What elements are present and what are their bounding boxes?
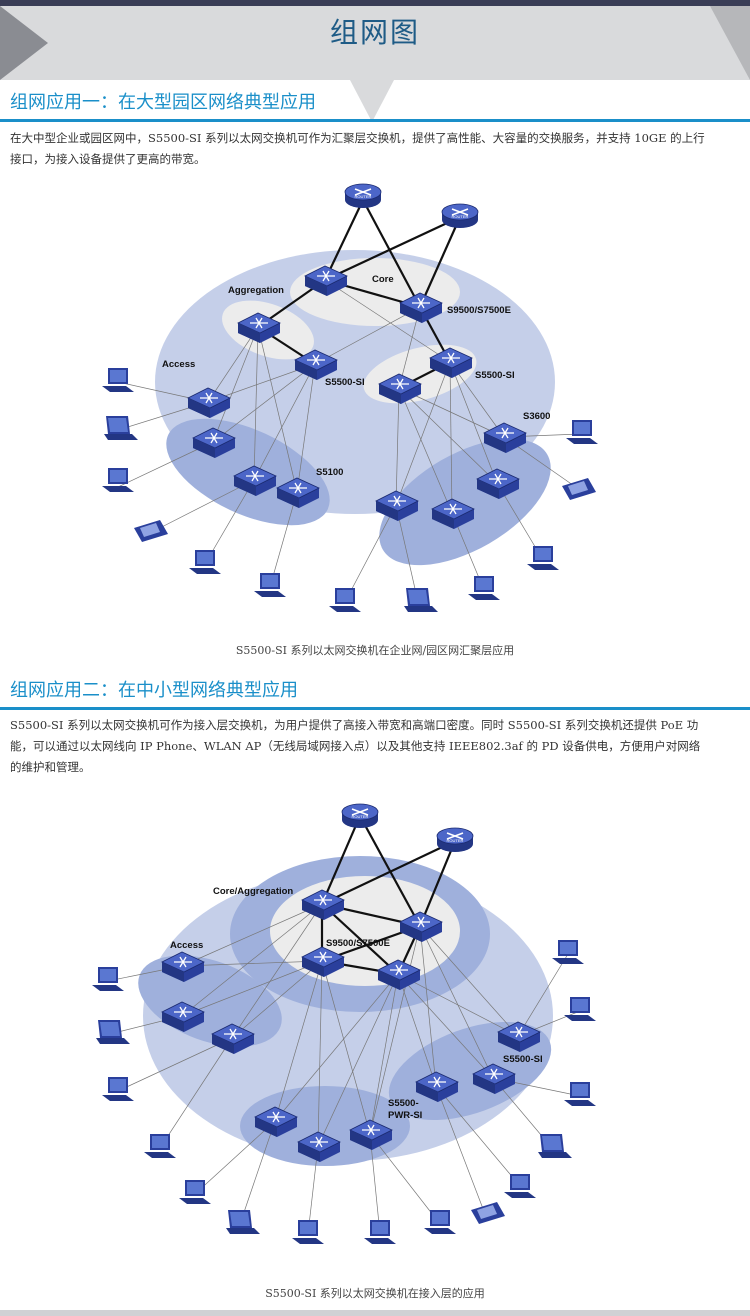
router-label: ROUTER — [355, 194, 372, 199]
label-s5500-pwr-line2: PWR-SI — [388, 1110, 422, 1121]
smb-access-links — [107, 903, 581, 1235]
pc-icon — [102, 468, 134, 492]
section2-description: S5500-SI 系列以太网交换机可作为接入层交换机，为用户提供了高接入带宽和高… — [10, 718, 701, 774]
section1-title: 组网应用一：在大型园区网络典型应用 — [10, 92, 316, 113]
label-s5500-right: S5500-SI — [475, 370, 515, 381]
label-s5100: S5100 — [316, 467, 343, 478]
page-title: 组网图 — [329, 16, 420, 49]
pc-icon — [504, 1174, 536, 1198]
pc-icon — [364, 1220, 396, 1244]
diagram-campus: ROUTER ROUTER Core Aggregation Access S9… — [102, 183, 598, 612]
banner-left-triangle — [0, 6, 48, 80]
pc-icon — [552, 940, 584, 964]
diagram-smb: ROUTER ROUTER Core/Aggregation Access S9… — [92, 803, 596, 1244]
label-s5500-pwr-line1: S5500- — [388, 1098, 419, 1109]
pc-icon — [424, 1210, 456, 1234]
laptop-icon — [96, 1020, 130, 1044]
access-right-zone — [379, 438, 551, 566]
banner-notch — [350, 80, 394, 122]
laptop-icon — [226, 1210, 260, 1234]
label-core-aggregation: Core/Aggregation — [213, 886, 293, 897]
pc-icon — [566, 420, 598, 444]
pc-icon — [102, 1077, 134, 1101]
router-label: ROUTER — [352, 814, 369, 819]
top-bar — [0, 0, 750, 6]
pc-icon — [102, 368, 134, 392]
section2-header: 组网应用二：在中小型网络典型应用 — [0, 670, 750, 710]
pc-icon — [292, 1220, 324, 1244]
laptop-icon — [104, 416, 138, 440]
banner-right-triangle — [710, 6, 750, 80]
label-aggregation: Aggregation — [228, 285, 284, 296]
ip-phone-icon — [471, 1202, 505, 1224]
label-s5500-left: S5500-SI — [325, 377, 365, 388]
section2-title: 组网应用二：在中小型网络典型应用 — [10, 680, 298, 701]
laptop-icon — [404, 588, 438, 612]
label-s9500: S9500/S7500E — [447, 305, 511, 316]
pc-icon — [329, 588, 361, 612]
bottom-bar — [0, 1310, 750, 1316]
pc-icon — [468, 576, 500, 600]
banner: 组网图 — [0, 6, 750, 80]
label-s3600: S3600 — [523, 411, 550, 422]
label-access: Access — [162, 359, 195, 370]
ip-phone-icon — [134, 520, 168, 542]
router-label: ROUTER — [452, 214, 469, 219]
section1-underline — [0, 119, 750, 122]
laptop-icon — [538, 1134, 572, 1158]
pc-icon — [564, 997, 596, 1021]
label-core: Core — [372, 274, 394, 285]
pc-icon — [254, 573, 286, 597]
label-s9500: S9500/S7500E — [326, 938, 390, 949]
section2-underline — [0, 707, 750, 710]
section1-caption: S5500-SI 系列以太网交换机在企业网/园区网汇聚层应用 — [235, 644, 515, 657]
label-access: Access — [170, 940, 203, 951]
section1-header: 组网应用一：在大型园区网络典型应用 — [0, 82, 750, 122]
section1-description: 在大中型企业或园区网中，S5500-SI 系列以太网交换机可作为汇聚层交换机，提… — [10, 131, 705, 166]
pc-icon — [189, 550, 221, 574]
pc-icon — [144, 1134, 176, 1158]
section2-caption: S5500-SI 系列以太网交换机在接入层的应用 — [265, 1287, 485, 1300]
router-label: ROUTER — [447, 838, 464, 843]
label-s5500: S5500-SI — [503, 1054, 543, 1065]
pc-icon — [527, 546, 559, 570]
